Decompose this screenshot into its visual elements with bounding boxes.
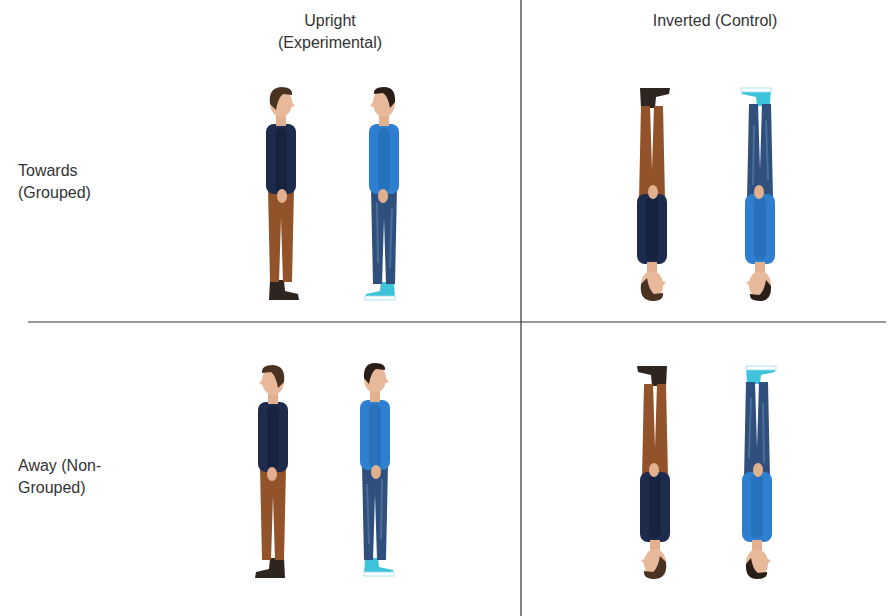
column-header: Inverted (Control) <box>640 10 790 32</box>
row-label: Away (Non-Grouped) <box>18 455 138 499</box>
person-figure <box>266 87 299 300</box>
column-header: Upright (Experimental) <box>255 10 405 54</box>
person-figure <box>365 87 399 300</box>
divider-line <box>28 321 886 322</box>
person-figure <box>360 363 394 576</box>
person-figure <box>637 88 670 301</box>
person-figure <box>741 88 775 301</box>
person-figure <box>742 366 776 579</box>
row-label: Towards (Grouped) <box>18 160 113 204</box>
person-figure <box>255 365 288 578</box>
divider-line <box>520 0 521 616</box>
person-figure <box>637 366 670 579</box>
